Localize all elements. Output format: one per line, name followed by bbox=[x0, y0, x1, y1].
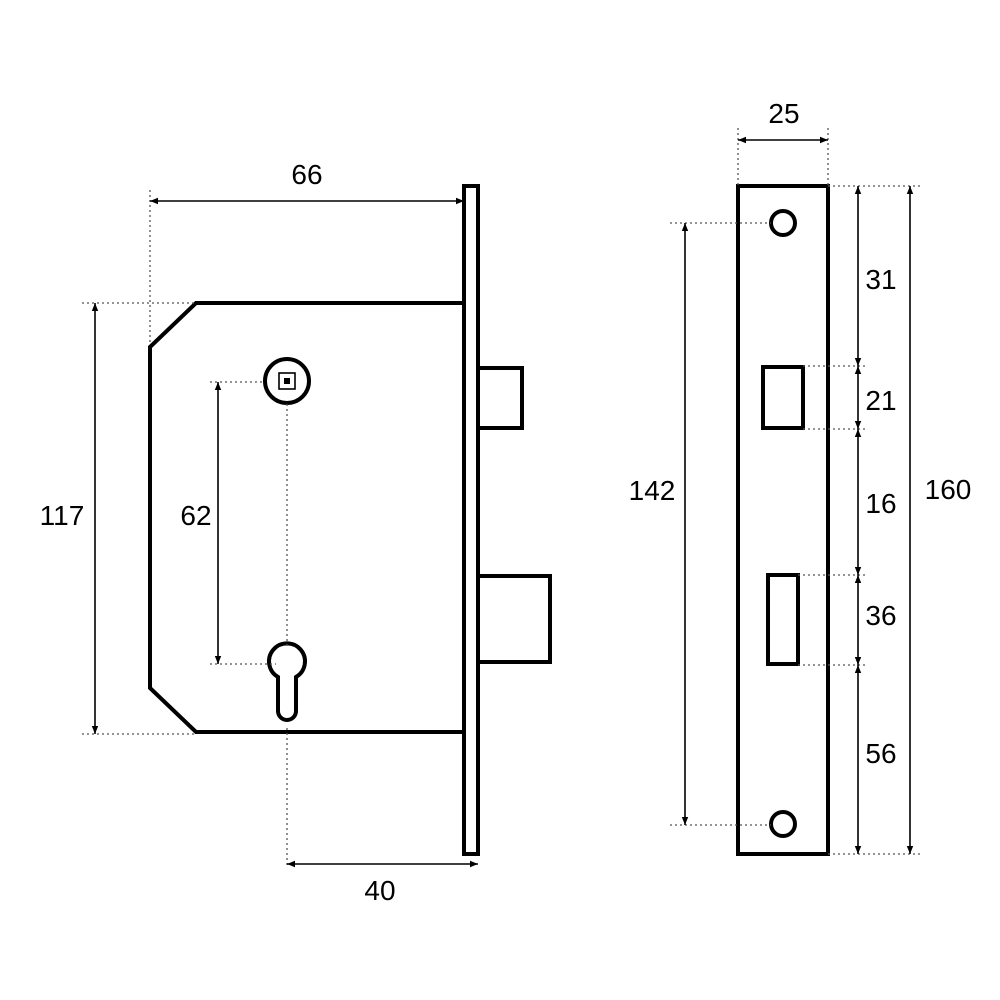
cylinder-keyhole-icon bbox=[267, 641, 307, 722]
dim-160-label: 160 bbox=[925, 474, 972, 505]
faceplate-view: 25 142 31 21 16 bbox=[629, 98, 972, 856]
latch-opening bbox=[761, 365, 805, 430]
faceplate-outline bbox=[736, 184, 830, 856]
top-screw-hole-icon bbox=[769, 209, 797, 237]
dim-16-group: 16 bbox=[854, 429, 897, 575]
dim-160-group: 160 bbox=[906, 186, 972, 854]
dim-142-label: 142 bbox=[629, 475, 676, 506]
forend-plate bbox=[462, 184, 480, 856]
dim-66-label: 66 bbox=[291, 159, 322, 190]
dim-25-group: 25 bbox=[737, 98, 829, 186]
follower-spindle-icon bbox=[263, 357, 311, 405]
dim-21-label: 21 bbox=[865, 385, 896, 416]
dim-36-group: 36 bbox=[854, 575, 897, 665]
latch-bolt bbox=[476, 366, 524, 430]
dim-117-label: 117 bbox=[40, 500, 85, 531]
dim-25-label: 25 bbox=[768, 98, 799, 129]
dim-40-group: 40 bbox=[287, 860, 478, 906]
bolt-opening bbox=[766, 573, 800, 666]
dim-36-label: 36 bbox=[865, 600, 896, 631]
bottom-screw-hole-icon bbox=[769, 810, 797, 838]
dim-31-label: 31 bbox=[865, 264, 896, 295]
dim-16-label: 16 bbox=[865, 488, 896, 519]
dim-21-group: 21 bbox=[854, 366, 897, 429]
lock-body-view: 66 117 62 40 bbox=[40, 159, 552, 906]
dead-bolt bbox=[476, 574, 552, 664]
dim-62-group: 62 bbox=[180, 381, 276, 665]
dim-31-group: 31 bbox=[854, 186, 897, 366]
dim-62-label: 62 bbox=[180, 500, 211, 531]
dim-56-group: 56 bbox=[854, 665, 897, 854]
dim-117-group: 117 bbox=[40, 302, 196, 735]
dim-56-label: 56 bbox=[865, 738, 896, 769]
dim-40-label: 40 bbox=[364, 875, 395, 906]
dim-66-group: 66 bbox=[149, 159, 464, 345]
dim-142-group: 142 bbox=[629, 222, 771, 826]
